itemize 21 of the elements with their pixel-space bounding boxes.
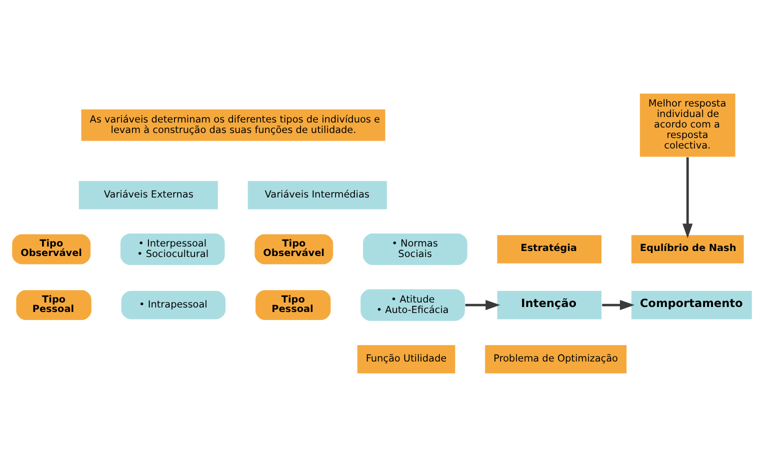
arrow [682,156,693,238]
node-box: • Atitude • Auto-Eficácia [360,288,466,322]
node-box: Tipo Pessoal [15,288,92,320]
node-box: Tipo Observável [11,233,92,265]
node-box: As variáveis determinam os diferentes tipos de indivíduos e levam à construção das suas funções de utilidade. [80,108,386,142]
arrow [465,299,500,310]
node-box: • Normas Sociais [362,232,468,266]
node-box: Tipo Pessoal [254,288,332,320]
node-box: Tipo Observável [254,233,334,265]
node-box: • Interpessoal • Sociocultural [120,232,226,266]
node-box: Variáveis Externas [78,180,219,210]
node-box: Função Utilidade [356,344,456,374]
node-box: Estratégia [496,234,602,264]
node-box: Comportamento [630,290,753,320]
node-box: Variáveis Intermédias [247,180,388,210]
node-box: • Intrapessoal [120,290,226,320]
node-box: Melhor resposta individual de acordo com a resposta colectiva. [639,92,736,157]
node-box: Intenção [496,290,602,320]
arrow [602,299,634,310]
node-box: Equlíbrio de Nash [630,234,745,264]
node-box: Problema de Optimização [484,344,628,374]
